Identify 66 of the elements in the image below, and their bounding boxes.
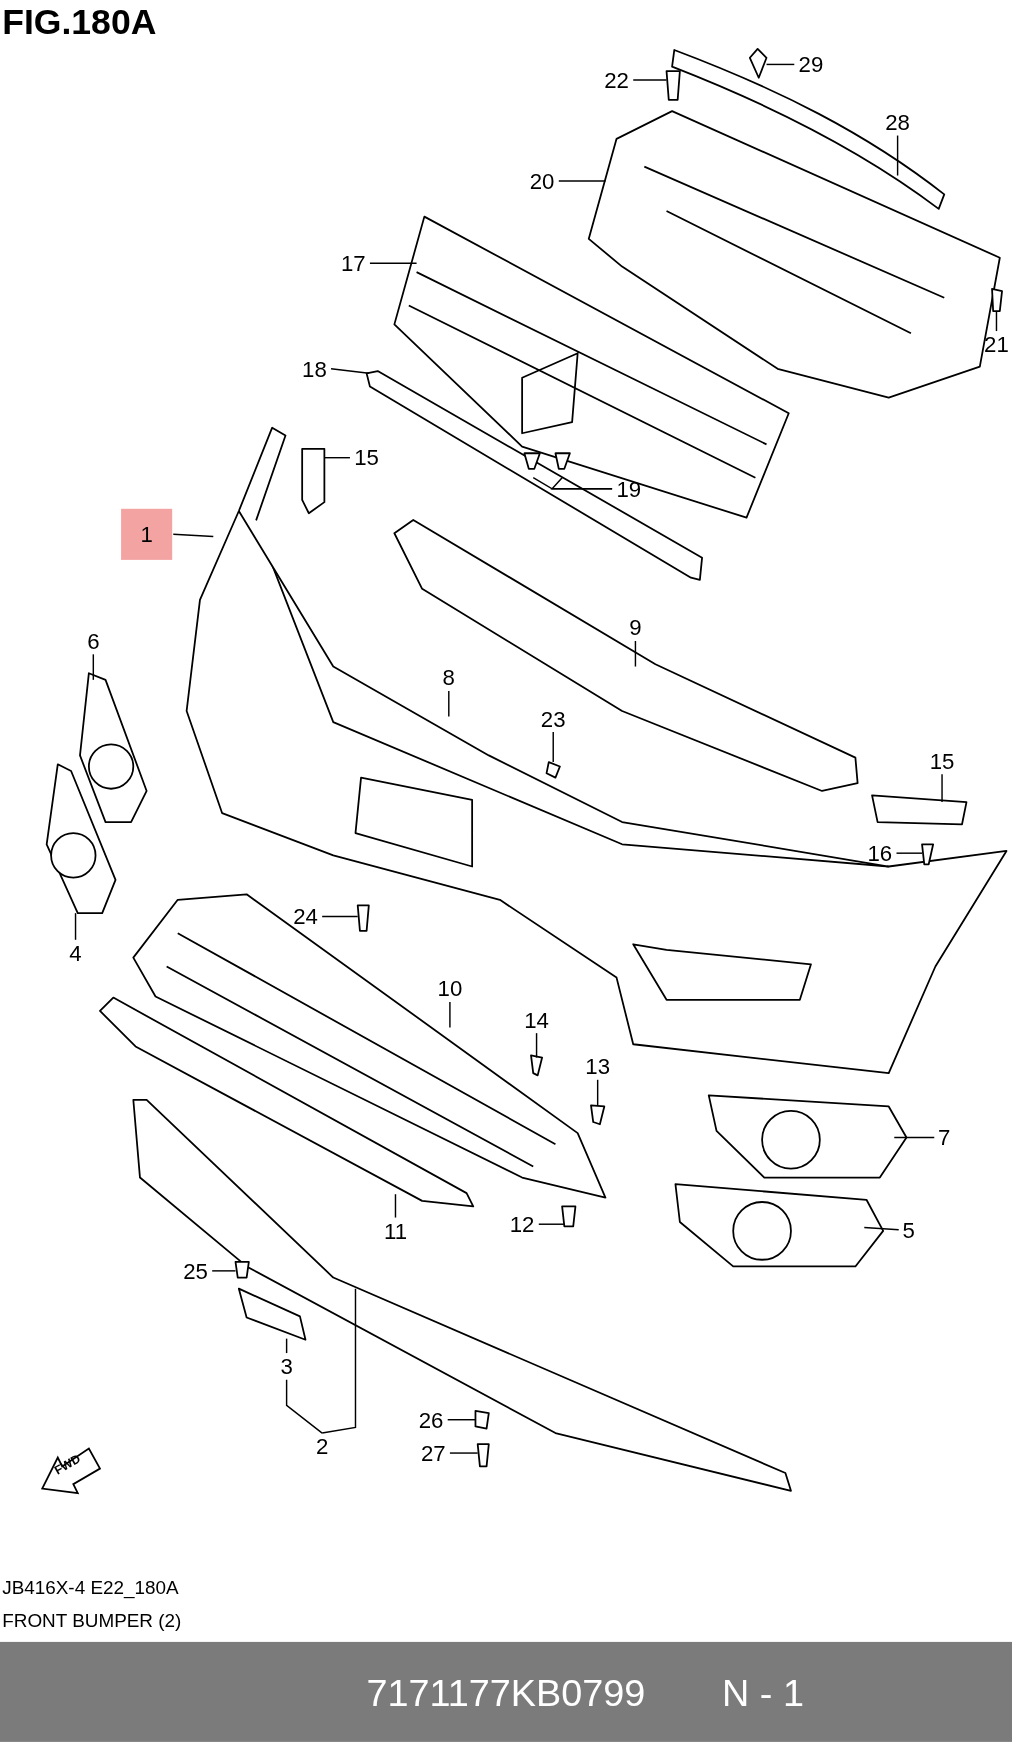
- leader-line: [92, 653, 95, 681]
- leader-line: [211, 1270, 237, 1272]
- callout-number: 17: [337, 251, 369, 276]
- leader-line: [632, 79, 668, 81]
- leader-line: [552, 731, 554, 763]
- callout-box: 1: [121, 508, 173, 560]
- leader-line: [330, 368, 370, 374]
- leader-line: [535, 1032, 538, 1059]
- leader-line: [596, 1079, 599, 1107]
- leader-line: [323, 456, 351, 459]
- callout-number: 19: [613, 476, 645, 501]
- part-number: 7171177KB0799: [366, 1671, 646, 1716]
- callout-number: 18: [298, 356, 330, 382]
- leader-line: [765, 63, 795, 66]
- callout-number: 23: [537, 706, 569, 731]
- leader-line: [394, 1193, 397, 1219]
- callout-number: 2: [313, 1434, 332, 1459]
- leader-line: [634, 640, 637, 668]
- figure-code: JB416X-4 E22_180A: [2, 1577, 179, 1600]
- leader-line: [285, 1337, 288, 1354]
- callout-number: 26: [415, 1407, 447, 1432]
- callout-number: 3: [277, 1354, 296, 1379]
- leader-line: [896, 134, 899, 177]
- leader-line: [895, 852, 923, 854]
- callout-number: 28: [882, 110, 914, 135]
- leader-line: [550, 476, 613, 490]
- callout-number: 11: [379, 1218, 412, 1244]
- callout-number: 29: [795, 52, 827, 77]
- leader-line: [941, 773, 943, 803]
- leader-line: [321, 915, 359, 918]
- leader-line: [558, 180, 607, 182]
- callout-number: 27: [417, 1440, 449, 1466]
- leader-line: [369, 262, 418, 264]
- callout-number: 12: [506, 1212, 538, 1237]
- callout-number: 15: [351, 445, 383, 470]
- leader-line: [172, 533, 214, 538]
- callout-number: 24: [289, 904, 322, 929]
- callout-number: 8: [439, 665, 458, 690]
- callout-number: 25: [179, 1258, 212, 1284]
- leader-line: [321, 1287, 357, 1434]
- leader-line: [449, 1001, 451, 1029]
- figure-title: FIG.180A: [2, 2, 157, 44]
- callout-number: 10: [434, 976, 466, 1001]
- callout-number: 22: [601, 67, 633, 93]
- leader-line: [893, 1136, 935, 1139]
- callout-number: 21: [980, 332, 1012, 357]
- leader-line: [74, 912, 77, 941]
- callout-number: 9: [626, 615, 645, 640]
- leader-line: [863, 1226, 900, 1231]
- leader-line: [285, 1379, 323, 1434]
- figure-caption: FRONT BUMPER (2): [2, 1610, 182, 1633]
- callout-number: 6: [84, 628, 103, 654]
- leader-line: [446, 1419, 477, 1421]
- callout-number: 16: [864, 840, 896, 866]
- leader-line: [448, 690, 450, 718]
- callout-number: 4: [66, 940, 85, 966]
- callout-number: 13: [582, 1054, 614, 1079]
- page-number: N - 1: [722, 1671, 804, 1716]
- callout-number: 5: [899, 1217, 918, 1242]
- callout-number: 20: [526, 168, 558, 194]
- leader-line: [449, 1452, 479, 1454]
- callout-number: 14: [521, 1007, 553, 1033]
- callout-number: 15: [926, 748, 958, 774]
- callout-number: 7: [935, 1125, 954, 1150]
- leader-line: [995, 310, 998, 332]
- leader-line: [538, 1223, 566, 1225]
